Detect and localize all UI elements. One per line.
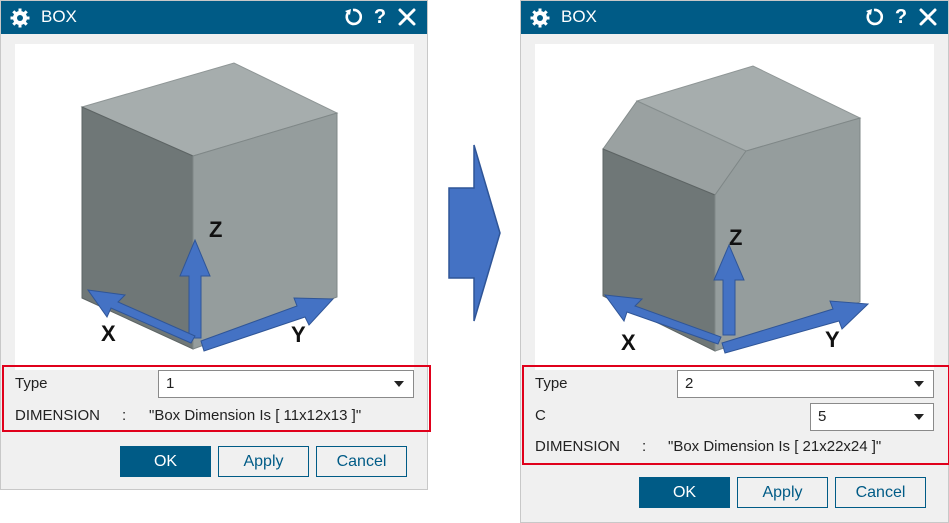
reset-icon[interactable] [864, 7, 884, 27]
titlebar: BOX ? [521, 1, 948, 34]
c-label: C [535, 407, 546, 424]
z-axis-label: Z [729, 225, 742, 250]
y-axis-arrow [721, 300, 870, 354]
ok-button[interactable]: OK [120, 446, 211, 477]
box-dialog-left: BOX ? Z X [0, 0, 431, 490]
x-axis-label: X [621, 330, 636, 355]
apply-button[interactable]: Apply [737, 477, 828, 508]
c-value: 5 [818, 408, 827, 425]
y-axis-label: Y [825, 327, 840, 352]
z-axis-label: Z [209, 217, 222, 242]
parameters-highlight [2, 365, 431, 432]
close-icon[interactable] [918, 7, 938, 27]
dimension-separator: : [642, 438, 647, 455]
type-label: Type [535, 375, 568, 392]
transition-arrow [448, 144, 501, 322]
dialog-title: BOX [41, 7, 77, 26]
x-axis-arrow [603, 294, 722, 345]
gear-icon [10, 8, 30, 28]
box-preview: Z X Y [15, 44, 414, 370]
x-axis-arrow [86, 289, 196, 344]
help-icon[interactable]: ? [373, 6, 387, 28]
chevron-down-icon [914, 414, 924, 420]
help-icon[interactable]: ? [894, 6, 908, 28]
z-axis-arrow [179, 238, 211, 339]
type-label: Type [15, 375, 48, 392]
titlebar: BOX ? [1, 1, 427, 34]
y-axis-label: Y [291, 322, 306, 347]
ok-button[interactable]: OK [639, 477, 730, 508]
apply-button[interactable]: Apply [218, 446, 309, 477]
dimension-label: DIMENSION [535, 438, 621, 455]
type-dropdown[interactable]: 2 [677, 370, 934, 398]
chevron-down-icon [914, 381, 924, 387]
cancel-button[interactable]: Cancel [316, 446, 407, 477]
cancel-button[interactable]: Cancel [835, 477, 926, 508]
x-axis-label: X [101, 321, 116, 346]
type-dropdown[interactable]: 1 [158, 370, 414, 398]
type-value: 2 [685, 375, 694, 392]
dimension-label: DIMENSION [15, 407, 101, 424]
y-axis-arrow [200, 297, 335, 352]
box-dialog-right: BOX ? Z [520, 0, 949, 523]
close-icon[interactable] [397, 7, 417, 27]
type-value: 1 [166, 375, 175, 392]
dimension-value: "Box Dimension Is [ 21x22x24 ]" [668, 438, 882, 455]
z-axis-arrow [713, 243, 745, 336]
gear-icon [530, 8, 550, 28]
reset-icon[interactable] [343, 7, 363, 27]
dimension-value: "Box Dimension Is [ 11x12x13 ]" [149, 407, 362, 424]
dialog-title: BOX [561, 7, 597, 26]
dimension-separator: : [122, 407, 127, 424]
c-dropdown[interactable]: 5 [810, 403, 934, 431]
chevron-down-icon [394, 381, 404, 387]
box-preview: Z X Y [535, 44, 934, 370]
